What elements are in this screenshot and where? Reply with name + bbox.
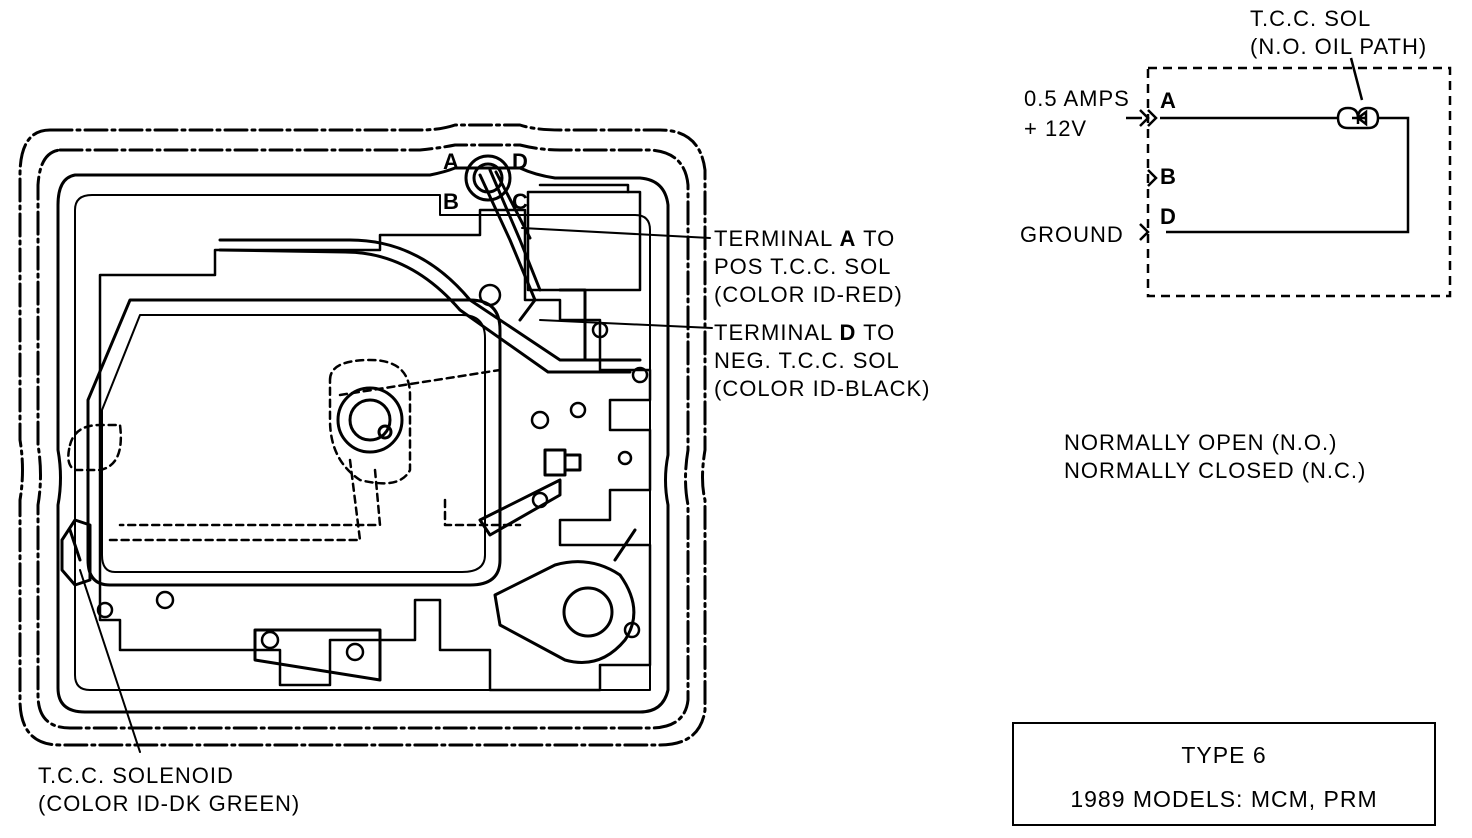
detent-lever [253, 448, 637, 682]
oil-pan-outline [18, 123, 707, 747]
wiring-schematic [1126, 57, 1452, 298]
pan-terminal-a: A [443, 149, 459, 174]
callout-d-prefix: TERMINAL [714, 320, 840, 345]
callout-a-letter: A [839, 226, 857, 251]
schematic-voltage: + 12V [1024, 116, 1088, 141]
schematic-terminal-b: B [1160, 164, 1176, 189]
callout-a-suffix: TO [856, 226, 896, 251]
callout-a-line3: (COLOR ID-RED) [714, 282, 903, 307]
pan-terminal-c: C [512, 189, 528, 214]
callout-a-prefix: TERMINAL [714, 226, 840, 251]
schematic-ground: GROUND [1020, 222, 1124, 247]
schematic-terminal-d: D [1160, 204, 1176, 229]
callout-d-letter: D [839, 320, 857, 345]
callout-d-suffix: TO [856, 320, 896, 345]
solenoid-label-line2: (COLOR ID-DK GREEN) [38, 791, 301, 816]
tcc-solenoid-housing [526, 183, 642, 292]
tcc-solenoid [60, 518, 92, 587]
legend-normally-open: NORMALLY OPEN (N.O.) [1064, 430, 1338, 455]
callout-d-line2: NEG. T.C.C. SOL [714, 348, 900, 373]
solenoid-label-line1: T.C.C. SOLENOID [38, 763, 234, 788]
pan-terminal-b: B [443, 189, 459, 214]
schematic-amps: 0.5 AMPS [1024, 86, 1130, 111]
type-box: TYPE 6 1989 MODELS: MCM, PRM [1012, 722, 1436, 826]
type-box-title: TYPE 6 [1181, 742, 1267, 768]
type-box-models: 1989 MODELS: MCM, PRM [1070, 786, 1378, 812]
leader-lines [79, 227, 713, 753]
case-connector [464, 154, 542, 322]
tubes [218, 238, 642, 374]
accumulator [336, 386, 404, 454]
hidden-passages [67, 358, 522, 542]
schematic-sol-subtitle: (N.O. OIL PATH) [1250, 34, 1428, 59]
pan-flange [56, 166, 670, 714]
callout-d-line3: (COLOR ID-BLACK) [714, 376, 931, 401]
schematic-sol-title: T.C.C. SOL [1250, 6, 1372, 31]
pan-terminal-d: D [512, 149, 528, 174]
legend-normally-closed: NORMALLY CLOSED (N.C.) [1064, 458, 1367, 483]
callout-a-line2: POS T.C.C. SOL [714, 254, 892, 279]
schematic-terminal-a: A [1160, 88, 1176, 113]
